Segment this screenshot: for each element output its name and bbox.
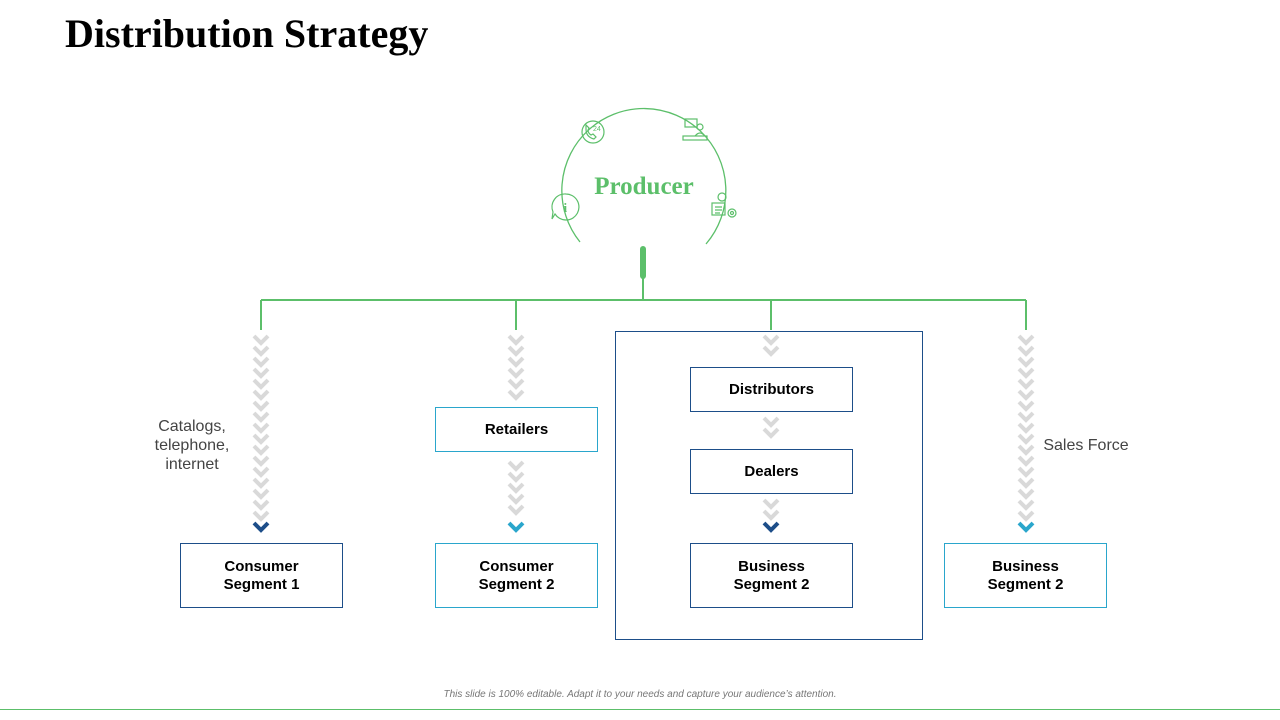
chevron-mark bbox=[252, 510, 270, 522]
chevron-mark bbox=[252, 334, 270, 346]
chevron-arrow-tip bbox=[762, 521, 780, 533]
chevron-mark bbox=[762, 427, 780, 439]
chevron-mark bbox=[252, 378, 270, 390]
page-title: Distribution Strategy bbox=[65, 11, 429, 56]
business-segment-2-box: Business Segment 2 bbox=[690, 543, 853, 608]
chevron-mark bbox=[1017, 400, 1035, 412]
chevron-mark bbox=[762, 509, 780, 521]
chevron-mark bbox=[1017, 499, 1035, 511]
chevron-arrow-tip bbox=[252, 521, 270, 533]
svg-text:i: i bbox=[564, 200, 568, 215]
chevron-mark bbox=[252, 367, 270, 379]
chevron-mark bbox=[252, 433, 270, 445]
chevron-mark bbox=[1017, 389, 1035, 401]
dealers-box: Dealers bbox=[690, 449, 853, 494]
chevron-mark bbox=[252, 356, 270, 368]
channel-1-side-label: Catalogs, telephone, internet bbox=[142, 417, 242, 474]
box-label-line: Segment 2 bbox=[733, 575, 810, 593]
chevron-mark bbox=[762, 498, 780, 510]
chevron-mark bbox=[252, 400, 270, 412]
chevron-mark bbox=[1017, 334, 1035, 346]
chevron-mark bbox=[762, 334, 780, 346]
chevron-mark bbox=[252, 466, 270, 478]
box-label-line: Consumer bbox=[479, 557, 554, 575]
retailers-box: Retailers bbox=[435, 407, 598, 452]
chevron-mark bbox=[507, 367, 525, 379]
box-label-line: Business bbox=[992, 557, 1059, 575]
box-label: Dealers bbox=[744, 462, 799, 480]
presentation-icon bbox=[682, 118, 708, 141]
chevron-mark bbox=[1017, 411, 1035, 423]
chevron-mark bbox=[507, 334, 525, 346]
side-label-line: Catalogs, bbox=[158, 418, 226, 435]
phone-24-icon: 24 bbox=[581, 120, 605, 144]
chevron-mark bbox=[507, 378, 525, 390]
chevron-mark bbox=[507, 471, 525, 483]
box-label-line: Segment 2 bbox=[987, 575, 1064, 593]
chevron-arrow-tip bbox=[1017, 521, 1035, 533]
box-label: Retailers bbox=[484, 420, 549, 438]
footer-note: This slide is 100% editable. Adapt it to… bbox=[443, 689, 837, 700]
box-label-line: Segment 2 bbox=[478, 575, 555, 593]
channel-4-side-label: Sales Force bbox=[1043, 437, 1129, 454]
chevron-mark bbox=[507, 460, 525, 472]
chevron-mark bbox=[1017, 345, 1035, 357]
chevron-mark bbox=[252, 389, 270, 401]
chevron-mark bbox=[252, 444, 270, 456]
chevron-mark bbox=[1017, 510, 1035, 522]
chevron-mark bbox=[507, 389, 525, 401]
chevron-mark bbox=[252, 488, 270, 500]
chevron-mark bbox=[1017, 422, 1035, 434]
chevron-mark bbox=[252, 422, 270, 434]
chevron-mark bbox=[252, 411, 270, 423]
consumer-segment-1-box: Consumer Segment 1 bbox=[180, 543, 343, 608]
chevron-mark bbox=[252, 455, 270, 467]
chevron-mark bbox=[762, 416, 780, 428]
info-chat-icon: i bbox=[551, 193, 580, 221]
chevron-mark bbox=[1017, 444, 1035, 456]
box-label-line: Consumer bbox=[224, 557, 299, 575]
box-label: Distributors bbox=[728, 380, 814, 398]
business-channel-frame bbox=[615, 331, 923, 640]
svg-text:24: 24 bbox=[593, 126, 601, 133]
chevron-mark bbox=[507, 493, 525, 505]
chevron-mark bbox=[507, 345, 525, 357]
chevron-arrow-tip bbox=[507, 521, 525, 533]
distributors-box: Distributors bbox=[690, 367, 853, 412]
producer-arc bbox=[561, 107, 727, 245]
chevron-mark bbox=[1017, 433, 1035, 445]
chevron-mark bbox=[762, 345, 780, 357]
chevron-mark bbox=[1017, 488, 1035, 500]
footer-divider bbox=[0, 709, 1280, 710]
chevron-mark bbox=[1017, 455, 1035, 467]
chevron-mark bbox=[1017, 477, 1035, 489]
chevron-mark bbox=[1017, 378, 1035, 390]
box-label-line: Business bbox=[738, 557, 805, 575]
chevron-mark bbox=[507, 504, 525, 516]
side-label-line: internet bbox=[165, 456, 219, 473]
chevron-mark bbox=[1017, 466, 1035, 478]
chevron-mark bbox=[1017, 356, 1035, 368]
box-label-line: Segment 1 bbox=[223, 575, 300, 593]
consumer-segment-2-box: Consumer Segment 2 bbox=[435, 543, 598, 608]
chevron-mark bbox=[1017, 367, 1035, 379]
chevron-mark bbox=[252, 499, 270, 511]
chevron-mark bbox=[507, 356, 525, 368]
chevron-arrows bbox=[252, 334, 1035, 533]
side-label-line: telephone, bbox=[154, 437, 230, 454]
producer-label: Producer bbox=[594, 173, 694, 200]
chevron-mark bbox=[252, 477, 270, 489]
chevron-mark bbox=[252, 345, 270, 357]
business-segment-2-direct-box: Business Segment 2 bbox=[944, 543, 1107, 608]
manager-gear-icon bbox=[711, 192, 737, 218]
chevron-mark bbox=[507, 482, 525, 494]
